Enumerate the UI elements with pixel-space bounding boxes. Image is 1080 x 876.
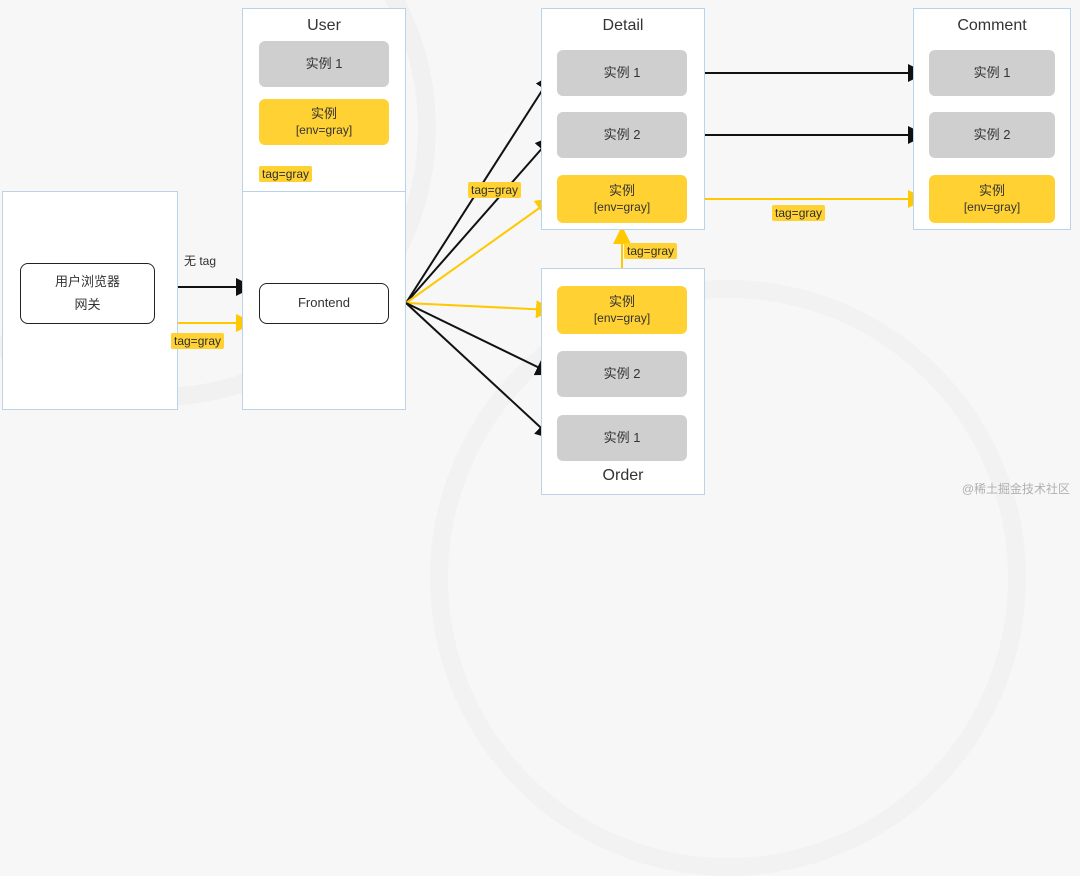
node-label: 实例 1 xyxy=(305,55,343,71)
user-browser-gateway-node[interactable]: 用户浏览器 网关 xyxy=(20,263,155,324)
service-instance-node[interactable]: 实例 1 xyxy=(259,41,389,87)
node-label: Frontend xyxy=(297,295,351,311)
node-sublabel: [env=gray] xyxy=(593,310,651,325)
node-sublabel: 网关 xyxy=(74,296,101,312)
service-instance-node[interactable]: 实例 1 xyxy=(557,50,687,96)
node-sublabel: [env=gray] xyxy=(963,199,1021,214)
service-instance-node[interactable]: 实例 [env=gray] xyxy=(557,175,687,223)
service-instance-node[interactable]: 实例 [env=gray] xyxy=(259,99,389,145)
node-label: 实例 2 xyxy=(973,126,1011,142)
service-instance-node[interactable]: 实例 1 xyxy=(929,50,1055,96)
service-instance-node[interactable]: 实例 2 xyxy=(929,112,1055,158)
group-title: Comment xyxy=(957,17,1027,34)
node-label: 实例 xyxy=(608,294,635,310)
node-label: 实例 2 xyxy=(603,126,641,142)
edge-label-tag-gray: tag=gray xyxy=(772,205,826,221)
node-label: 实例 1 xyxy=(603,64,641,80)
service-instance-node[interactable]: 实例 [env=gray] xyxy=(557,286,687,334)
node-label: 实例 1 xyxy=(973,64,1011,80)
service-instance-node[interactable]: 实例 2 xyxy=(557,112,687,158)
group-title: User xyxy=(307,17,341,34)
node-sublabel: [env=gray] xyxy=(593,199,651,214)
edge-label-tag-gray: tag=gray xyxy=(468,182,522,198)
edge-label-tag-gray: tag=gray xyxy=(171,333,225,349)
service-instance-node[interactable]: 实例 [env=gray] xyxy=(929,175,1055,223)
group-title: Detail xyxy=(602,17,644,34)
edge-label-no-tag: 无 tag xyxy=(184,254,217,268)
service-instance-node[interactable]: 实例 1 xyxy=(557,415,687,461)
node-label: 实例 1 xyxy=(603,429,641,445)
edge-label-tag-gray: tag=gray xyxy=(624,243,678,259)
node-label: 实例 xyxy=(608,183,635,199)
watermark: @稀土掘金技术社区 xyxy=(961,482,1070,496)
node-sublabel: [env=gray] xyxy=(295,122,353,137)
edge-label-tag-gray: tag=gray xyxy=(259,166,313,182)
node-label: 实例 2 xyxy=(603,365,641,381)
node-label: 实例 xyxy=(978,183,1005,199)
node-label: 用户浏览器 xyxy=(54,274,120,290)
group-title: Order xyxy=(602,467,644,484)
frontend-node[interactable]: Frontend xyxy=(259,283,389,324)
node-label: 实例 xyxy=(310,106,337,122)
background-swirl-2 xyxy=(430,280,1026,876)
service-instance-node[interactable]: 实例 2 xyxy=(557,351,687,397)
